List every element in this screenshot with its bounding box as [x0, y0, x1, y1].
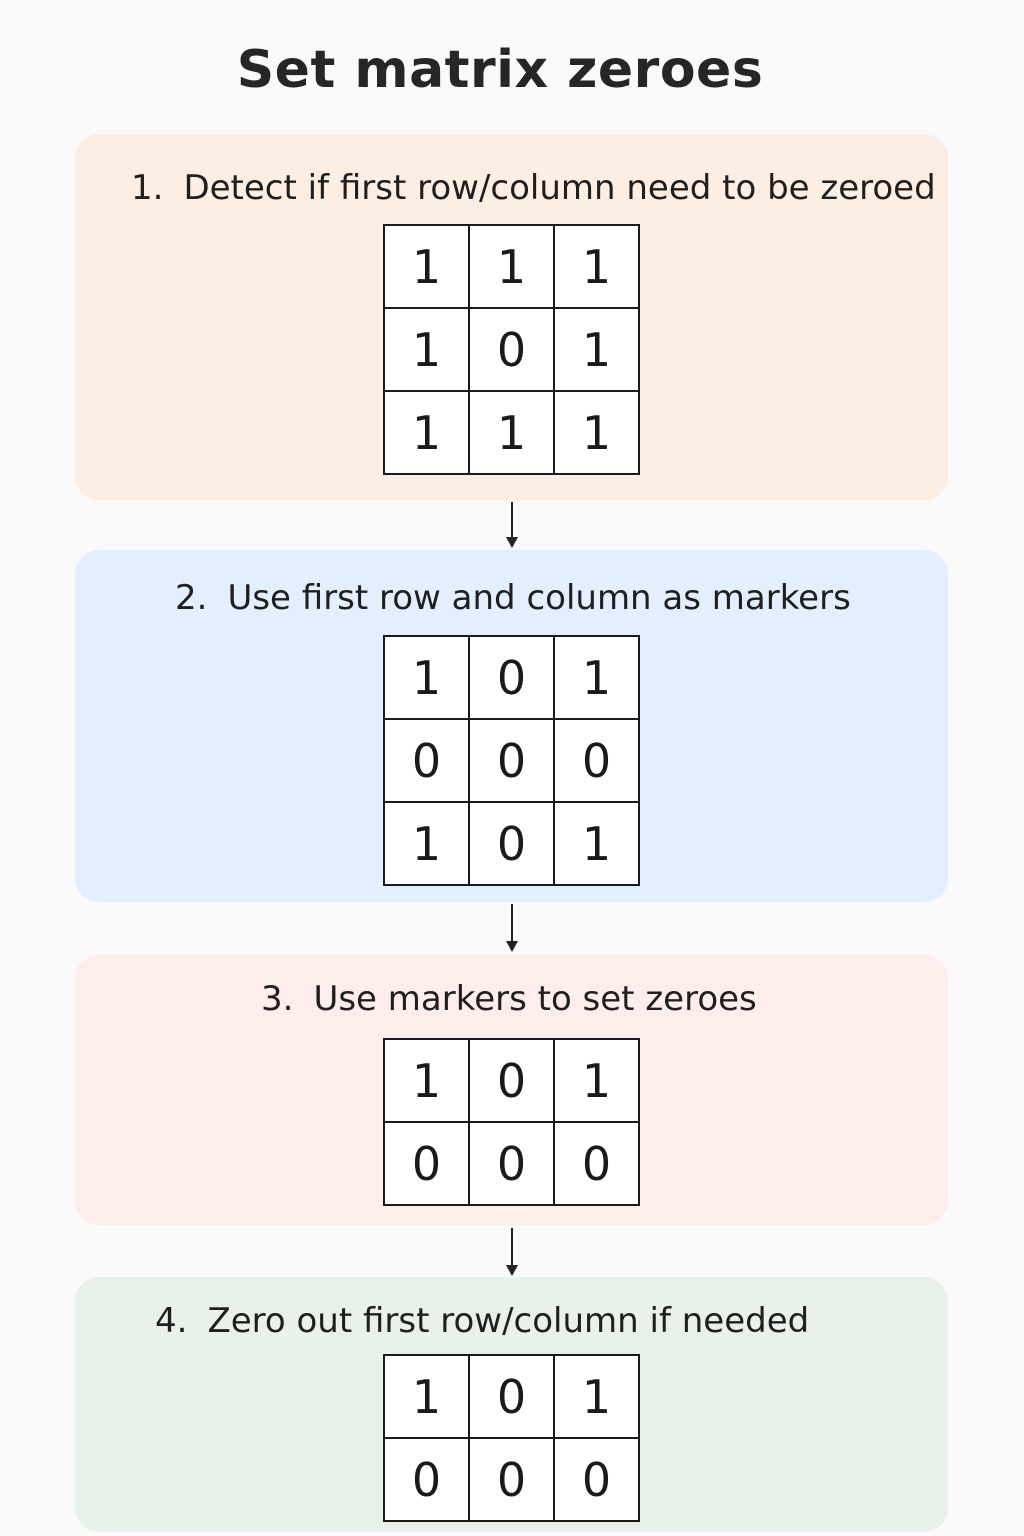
- matrix-cell: 0: [468, 801, 555, 886]
- step-3-matrix: 1 0 1 0 0 0: [383, 1038, 640, 1206]
- matrix-cell: 1: [553, 801, 640, 886]
- matrix-cell: 1: [553, 224, 640, 309]
- down-arrow-icon: [504, 502, 520, 548]
- step-1-number: 1.: [131, 168, 164, 208]
- matrix-row: 1 0 1: [383, 1038, 640, 1123]
- diagram-title: Set matrix zeroes: [236, 40, 764, 100]
- step-4-panel: 4. Zero out first row/column if needed 1 …: [75, 1277, 948, 1532]
- matrix-cell: 1: [383, 390, 470, 475]
- matrix-cell: 1: [468, 224, 555, 309]
- matrix-cell: 0: [468, 1121, 555, 1206]
- step-2-panel: 2. Use first row and column as markers 1 …: [75, 550, 948, 902]
- matrix-cell: 1: [383, 307, 470, 392]
- matrix-cell: 0: [468, 1038, 555, 1123]
- matrix-cell: 1: [553, 390, 640, 475]
- matrix-cell: 0: [553, 1437, 640, 1522]
- step-1-heading: 1. Detect if first row/column need to be …: [131, 168, 936, 208]
- matrix-cell: 0: [383, 718, 470, 803]
- matrix-cell: 1: [553, 307, 640, 392]
- matrix-cell: 0: [383, 1437, 470, 1522]
- matrix-cell: 1: [383, 1038, 470, 1123]
- matrix-row: 1 1 1: [383, 390, 640, 475]
- step-2-number: 2.: [175, 578, 208, 618]
- step-3-heading: 3. Use markers to set zeroes: [261, 979, 757, 1019]
- step-1-panel: 1. Detect if first row/column need to be …: [75, 134, 948, 500]
- matrix-cell: 1: [468, 390, 555, 475]
- step-1-text: Detect if first row/column need to be ze…: [183, 168, 936, 208]
- matrix-row: 0 0 0: [383, 1121, 640, 1206]
- matrix-row: 1 0 1: [383, 801, 640, 886]
- step-4-heading: 4. Zero out first row/column if needed: [155, 1301, 809, 1341]
- matrix-cell: 0: [468, 307, 555, 392]
- down-arrow-icon: [504, 1228, 520, 1276]
- matrix-row: 1 0 1: [383, 635, 640, 720]
- matrix-cell: 0: [468, 718, 555, 803]
- matrix-cell: 1: [553, 635, 640, 720]
- matrix-cell: 1: [383, 635, 470, 720]
- matrix-cell: 0: [468, 635, 555, 720]
- down-arrow-icon: [504, 904, 520, 952]
- matrix-cell: 0: [383, 1121, 470, 1206]
- step-4-text: Zero out first row/column if needed: [207, 1301, 810, 1341]
- matrix-cell: 1: [383, 801, 470, 886]
- step-2-matrix: 1 0 1 0 0 0 1 0 1: [383, 635, 640, 886]
- matrix-cell: 1: [553, 1038, 640, 1123]
- matrix-cell: 0: [468, 1437, 555, 1522]
- matrix-row: 0 0 0: [383, 1437, 640, 1522]
- matrix-cell: 0: [553, 718, 640, 803]
- step-2-heading: 2. Use first row and column as markers: [175, 578, 851, 618]
- matrix-row: 1 0 1: [383, 307, 640, 392]
- step-2-text: Use first row and column as markers: [227, 578, 851, 618]
- matrix-row: 0 0 0: [383, 718, 640, 803]
- matrix-row: 1 1 1: [383, 224, 640, 309]
- step-1-matrix: 1 1 1 1 0 1 1 1 1: [383, 224, 640, 475]
- step-3-text: Use markers to set zeroes: [313, 979, 757, 1019]
- matrix-cell: 0: [468, 1354, 555, 1439]
- matrix-cell: 0: [553, 1121, 640, 1206]
- matrix-cell: 1: [383, 224, 470, 309]
- step-3-number: 3.: [261, 979, 294, 1019]
- matrix-cell: 1: [553, 1354, 640, 1439]
- matrix-row: 1 0 1: [383, 1354, 640, 1439]
- step-3-panel: 3. Use markers to set zeroes 1 0 1 0 0 0: [75, 955, 948, 1225]
- step-4-matrix: 1 0 1 0 0 0: [383, 1354, 640, 1522]
- step-4-number: 4.: [155, 1301, 188, 1341]
- matrix-cell: 1: [383, 1354, 470, 1439]
